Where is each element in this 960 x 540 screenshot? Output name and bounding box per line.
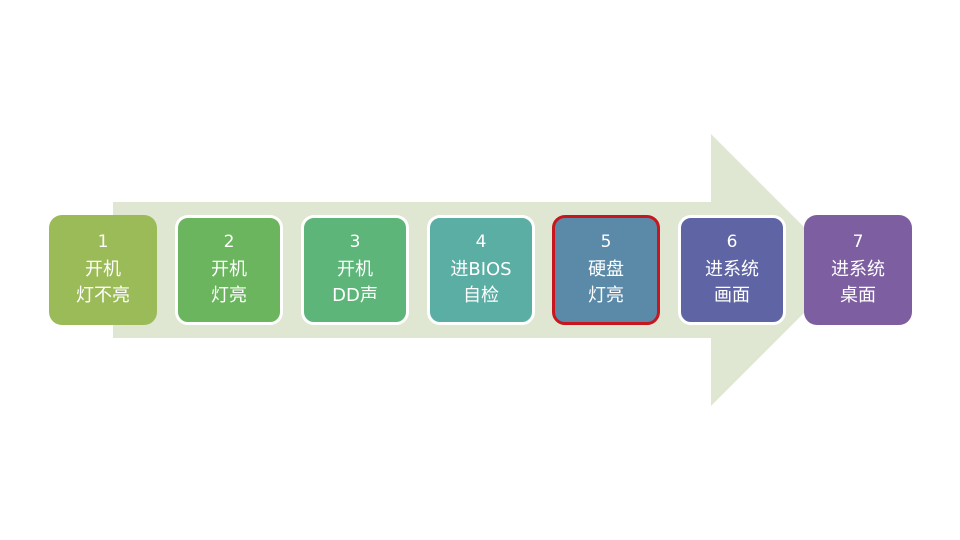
step-5: 5 硬盘 灯亮	[552, 215, 660, 325]
step-label-line1: 进系统	[831, 259, 885, 280]
step-label-line1: 进系统	[705, 259, 759, 280]
step-number: 5	[600, 232, 612, 252]
step-label-line2: 自检	[463, 285, 499, 306]
step-label-line2: 灯亮	[211, 285, 247, 306]
step-number: 7	[852, 232, 864, 252]
step-label-line1: 硬盘	[588, 259, 624, 280]
step-3: 3 开机 DD声	[301, 215, 409, 325]
step-label-line1: 开机	[85, 259, 121, 280]
step-7: 7 进系统 桌面	[804, 215, 912, 325]
step-label-line2: 画面	[714, 285, 750, 306]
step-label-line2: 灯亮	[588, 285, 624, 306]
step-4: 4 进BIOS 自检	[427, 215, 535, 325]
step-number: 3	[349, 232, 361, 252]
step-label-line2: DD声	[332, 285, 378, 306]
step-number: 2	[223, 232, 235, 252]
step-6: 6 进系统 画面	[678, 215, 786, 325]
step-label-line1: 开机	[211, 259, 247, 280]
step-number: 6	[726, 232, 738, 252]
step-label-line2: 桌面	[840, 285, 876, 306]
step-label-line2: 灯不亮	[76, 285, 130, 306]
step-1: 1 开机 灯不亮	[49, 215, 157, 325]
step-number: 1	[97, 232, 109, 252]
step-label-line1: 进BIOS	[450, 259, 512, 280]
step-2: 2 开机 灯亮	[175, 215, 283, 325]
step-label-line1: 开机	[337, 259, 373, 280]
step-number: 4	[475, 232, 487, 252]
